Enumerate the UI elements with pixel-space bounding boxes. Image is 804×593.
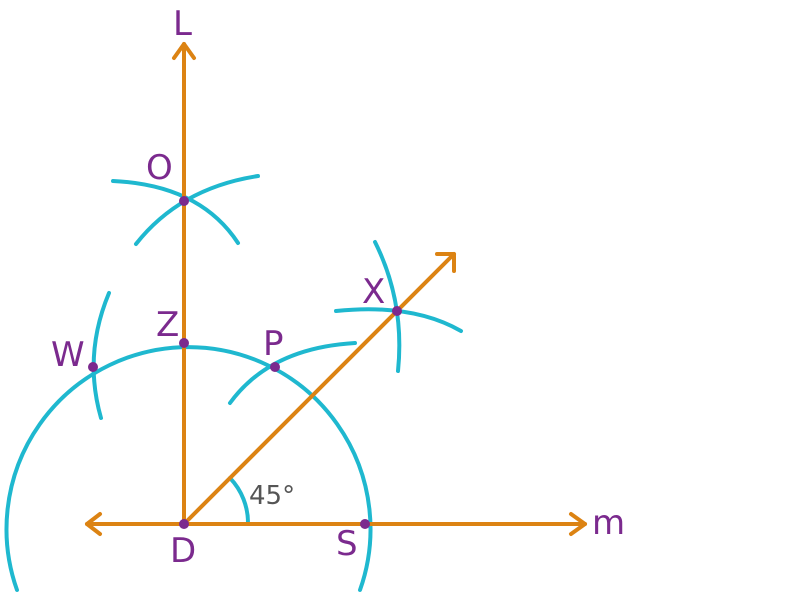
arrowhead-l [172, 42, 196, 60]
label-d: D [170, 531, 196, 571]
label-z: Z [156, 305, 179, 345]
ray-dx [182, 252, 456, 526]
arc-through-p [228, 341, 357, 405]
arrowhead-left [85, 512, 102, 536]
point-labels: L m O X Z P W D S 45° [51, 4, 625, 571]
large-arc-centered-d [4, 345, 373, 592]
label-m: m [592, 503, 625, 543]
arc-x-vertical [373, 240, 402, 373]
rays [85, 42, 587, 536]
arrowhead-m [569, 512, 587, 536]
arrowhead-x [435, 252, 456, 273]
points [88, 196, 402, 529]
point-s [360, 519, 370, 529]
point-p [270, 362, 280, 372]
label-w: W [51, 335, 85, 375]
arc-o-left [111, 179, 240, 245]
point-o [179, 196, 189, 206]
label-p: P [263, 324, 284, 364]
arc-through-w [91, 291, 111, 420]
point-w [88, 362, 98, 372]
point-d [179, 519, 189, 529]
point-z [179, 338, 189, 348]
arc-x-horizontal [334, 307, 463, 333]
label-l: L [173, 4, 192, 44]
point-x [392, 306, 402, 316]
label-o: O [146, 148, 173, 188]
angle-label: 45° [249, 481, 295, 511]
label-s: S [336, 524, 358, 564]
angle-arc-45 [228, 476, 251, 526]
construction-arcs [4, 174, 463, 592]
label-x: X [362, 272, 385, 312]
